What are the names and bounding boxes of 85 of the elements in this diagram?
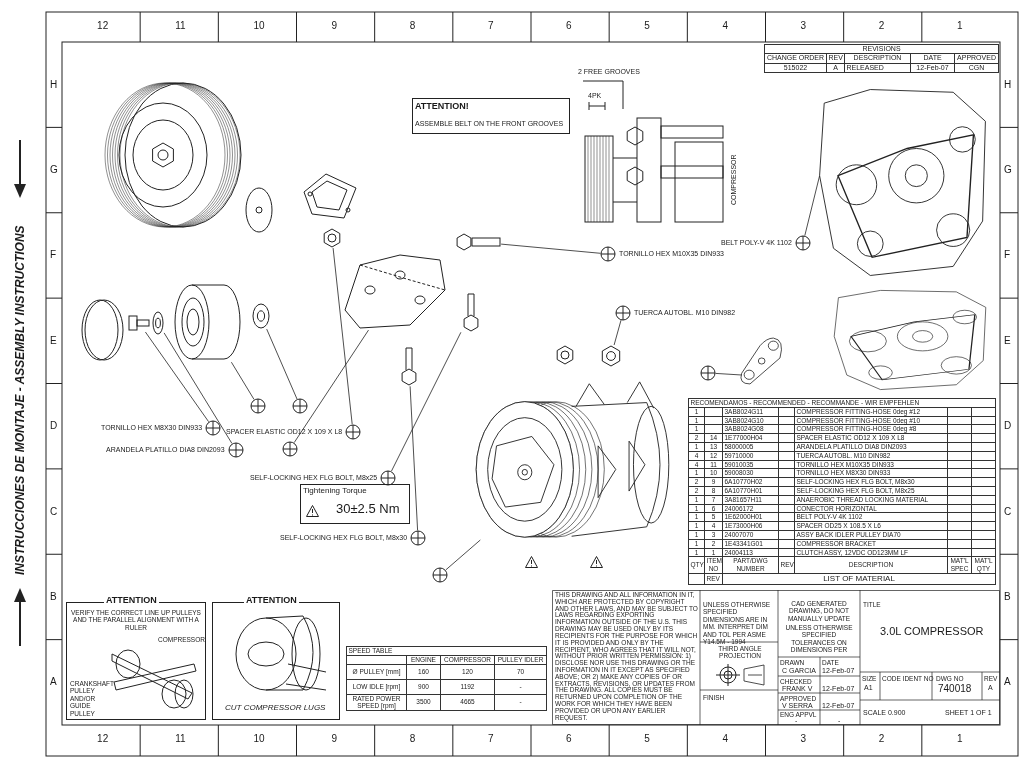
leader-line <box>409 385 418 531</box>
nut-drawing <box>600 345 622 367</box>
leader-line <box>804 175 820 236</box>
drawing-number: 740018 <box>938 683 972 695</box>
grid-number: 3 <box>800 733 807 745</box>
grid-number: 1 <box>956 733 963 745</box>
grid-number: 8 <box>409 20 416 32</box>
grid-number: 4 <box>722 733 728 745</box>
leader-line <box>266 328 298 400</box>
note-heading: ATTENTION! <box>415 101 469 112</box>
grid-number: 1 <box>956 20 963 32</box>
callout-balloon <box>615 305 631 321</box>
callout-balloon <box>432 567 448 583</box>
grid-number: 3 <box>800 20 807 32</box>
grid-letter: H <box>50 78 58 91</box>
callout-balloon <box>250 398 266 414</box>
leader-line <box>163 332 233 444</box>
grid-number: 5 <box>644 733 650 745</box>
grid-number: 4 <box>722 20 728 32</box>
grid-letter: F <box>1004 249 1011 261</box>
grid-letter: C <box>50 505 58 518</box>
grid-number: 11 <box>175 733 186 745</box>
grid-letter: E <box>1004 334 1011 347</box>
grid-letter: H <box>1004 78 1012 91</box>
grid-number: 2 <box>878 20 885 32</box>
leader-line <box>715 373 743 376</box>
grid-number: 6 <box>566 20 572 32</box>
washer-drawing <box>252 303 270 329</box>
grid-letter: B <box>50 590 57 603</box>
callout-balloon <box>380 470 396 486</box>
leader-line <box>445 539 481 571</box>
grid-letter: G <box>50 164 58 176</box>
grid-number: 12 <box>97 733 109 745</box>
nut-drawing <box>322 228 342 248</box>
washer-drawing <box>152 311 164 335</box>
grid-letter: A <box>1004 676 1011 688</box>
callout-balloon <box>600 246 616 262</box>
grid-letter: A <box>50 676 57 688</box>
grid-letter: D <box>50 420 58 432</box>
leader-line <box>500 243 601 254</box>
idler-pulley-drawing <box>172 282 242 362</box>
grid-letter: F <box>50 249 57 261</box>
bolt-drawing <box>455 232 501 252</box>
grid-number: 2 <box>878 733 885 745</box>
leader-line <box>231 361 255 400</box>
torque-label: Tightening Torque <box>303 486 367 496</box>
torque-value: 30±2.5 Nm <box>336 502 400 517</box>
panel-heading: ATTENTION <box>244 595 299 606</box>
bolt-drawing <box>460 292 482 332</box>
leader-line <box>613 319 622 346</box>
callout-balloon <box>700 365 716 381</box>
table-title: LIST OF MATERIAL <box>722 573 996 585</box>
grid-letter: D <box>1004 420 1012 432</box>
leader-line <box>293 329 369 443</box>
callout-balloon <box>795 235 811 251</box>
grid-number: 8 <box>409 733 416 745</box>
grid-number: 9 <box>331 733 338 745</box>
grid-letter: C <box>1004 505 1012 518</box>
callout-balloon <box>282 441 298 457</box>
bolt-drawing <box>398 346 420 386</box>
panel-heading: ATTENTION <box>104 595 159 606</box>
caption: CUT COMPRESSOR LUGS <box>225 703 326 713</box>
grid-number: 6 <box>566 733 572 745</box>
callout-balloon <box>205 420 221 436</box>
grid-letter: B <box>1004 590 1011 603</box>
grid-number: 10 <box>253 733 265 745</box>
callout-balloon <box>345 424 361 440</box>
grid-letter: G <box>1004 164 1012 176</box>
callout-balloon <box>228 442 244 458</box>
side-title: INSTRUCCIONES DE MONTAJE - ASSEMBLY INSTRUCTIONS <box>14 225 28 575</box>
callout-balloon <box>410 530 426 546</box>
grid-number: 11 <box>175 20 186 32</box>
grid-number: 7 <box>487 733 494 745</box>
grid-number: 10 <box>253 20 265 32</box>
bolt-drawing <box>128 314 150 332</box>
grid-letter: E <box>50 334 57 347</box>
callout-balloon <box>292 398 308 414</box>
grid-number: 9 <box>331 20 338 32</box>
drawing-title: 3.0L COMPRESSOR <box>880 625 984 638</box>
leader-line <box>391 331 462 472</box>
grid-number: 5 <box>644 20 650 32</box>
leader-line <box>145 331 209 423</box>
grid-number: 7 <box>487 20 494 32</box>
leader-line <box>332 247 353 425</box>
grid-number: 12 <box>97 20 109 32</box>
